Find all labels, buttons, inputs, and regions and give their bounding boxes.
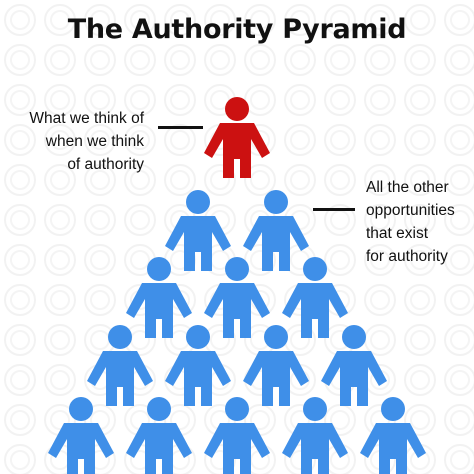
person-icon	[321, 325, 387, 406]
person-icon	[282, 397, 348, 474]
person-icon	[243, 190, 309, 271]
person-icon	[204, 397, 270, 474]
person-icon	[282, 257, 348, 338]
annotation-line: that exist	[366, 225, 429, 242]
top-figure-annotation: What we think of when we think of author…	[29, 107, 144, 176]
person-icon	[126, 397, 192, 474]
other-figures-annotation: All the other opportunities that exist f…	[366, 176, 455, 268]
person-icon	[87, 325, 153, 406]
page-title: The Authority Pyramid	[67, 14, 407, 45]
person-icon	[48, 397, 114, 474]
person-icon	[204, 257, 270, 338]
person-icon	[126, 257, 192, 338]
annotation-line: for authority	[366, 248, 448, 265]
annotation-line: when we think	[45, 133, 144, 150]
annotation-line: All the other	[366, 179, 449, 196]
annotation-line: opportunities	[366, 202, 455, 219]
top-annotation-leader-line	[158, 126, 203, 129]
person-icon	[204, 97, 270, 178]
other-annotation-leader-line	[313, 208, 355, 211]
person-icon	[165, 325, 231, 406]
person-icon	[360, 397, 426, 474]
annotation-line: of authority	[67, 156, 144, 173]
person-icon	[165, 190, 231, 271]
annotation-line: What we think of	[29, 110, 144, 127]
person-icon	[243, 325, 309, 406]
